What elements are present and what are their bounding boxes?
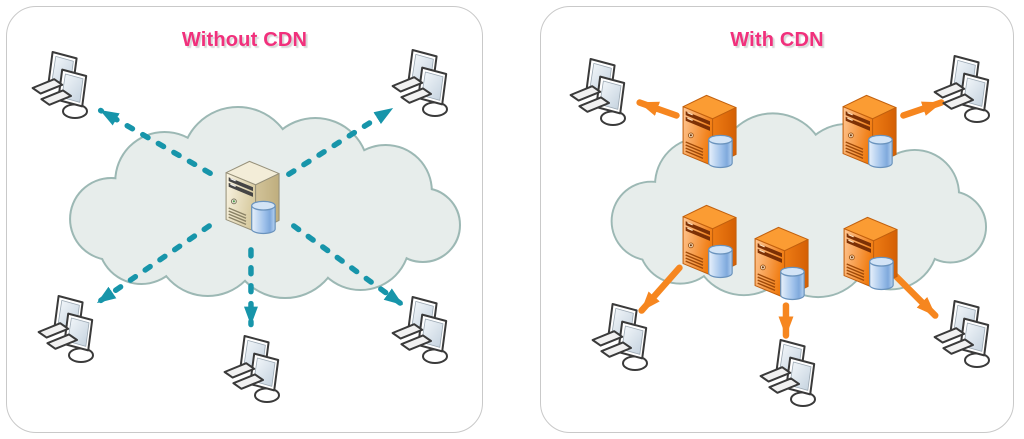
solid-arrow-to-top-right-client — [900, 99, 945, 119]
client-workstation-bottom-right — [391, 294, 455, 372]
client-workstation-icon — [569, 58, 626, 126]
cdn-edge-server-bottom-right — [838, 211, 904, 295]
panel-title-without-cdn: Without CDN — [181, 29, 308, 51]
client-workstation-icon — [391, 49, 448, 117]
dashed-arrow-to-top-left-client — [97, 107, 213, 176]
client-workstation-bottom-center — [223, 333, 287, 411]
client-workstation-bottom-right — [933, 298, 997, 376]
client-workstation-icon — [933, 55, 990, 123]
client-workstation-bottom-center — [759, 337, 823, 415]
cdn-edge-server-icon — [754, 226, 809, 301]
solid-arrow-to-bottom-right-client — [888, 268, 939, 319]
panel-title-with-cdn: With CDN — [730, 29, 824, 51]
panel-without-cdn: Without CDN — [6, 6, 483, 433]
solid-arrow-to-top-left-client — [636, 99, 680, 119]
dashed-arrow-to-bottom-left-client — [94, 223, 212, 306]
client-workstation-icon — [37, 295, 94, 363]
client-workstation-icon — [223, 335, 280, 403]
client-workstation-top-right — [933, 53, 997, 131]
origin-server — [220, 155, 286, 239]
client-workstation-top-left — [31, 49, 95, 127]
cdn-edge-server-top-left — [677, 89, 743, 173]
edge-delivery-arrows-solid — [636, 99, 945, 339]
client-workstation-top-left — [569, 56, 633, 134]
client-workstation-icon — [759, 339, 816, 407]
cdn-edge-server-top-right — [837, 89, 903, 173]
cdn-edge-server-icon — [842, 94, 897, 169]
dashed-arrow-to-bottom-right-client — [291, 223, 405, 308]
cdn-edge-server-icon — [682, 94, 737, 169]
distribution-arrows-dashed — [94, 105, 405, 328]
client-workstation-icon — [391, 296, 448, 364]
client-workstation-top-right — [391, 47, 455, 125]
cdn-edge-server-icon — [682, 204, 737, 279]
cdn-edge-server-icon — [843, 216, 898, 291]
client-workstation-bottom-left — [591, 301, 655, 379]
cdn-edge-server-bottom-left — [677, 199, 743, 283]
cdn-edge-server-bottom-center — [749, 221, 815, 305]
client-workstation-bottom-left — [37, 293, 101, 371]
solid-arrow-to-bottom-left-client — [638, 264, 683, 314]
client-workstation-icon — [591, 303, 648, 371]
origin-server-icon — [225, 160, 280, 235]
dashed-arrow-to-top-right-client — [286, 105, 396, 177]
client-workstation-icon — [31, 51, 88, 119]
client-workstation-icon — [933, 300, 990, 368]
panel-with-cdn: With CDN — [540, 6, 1014, 433]
